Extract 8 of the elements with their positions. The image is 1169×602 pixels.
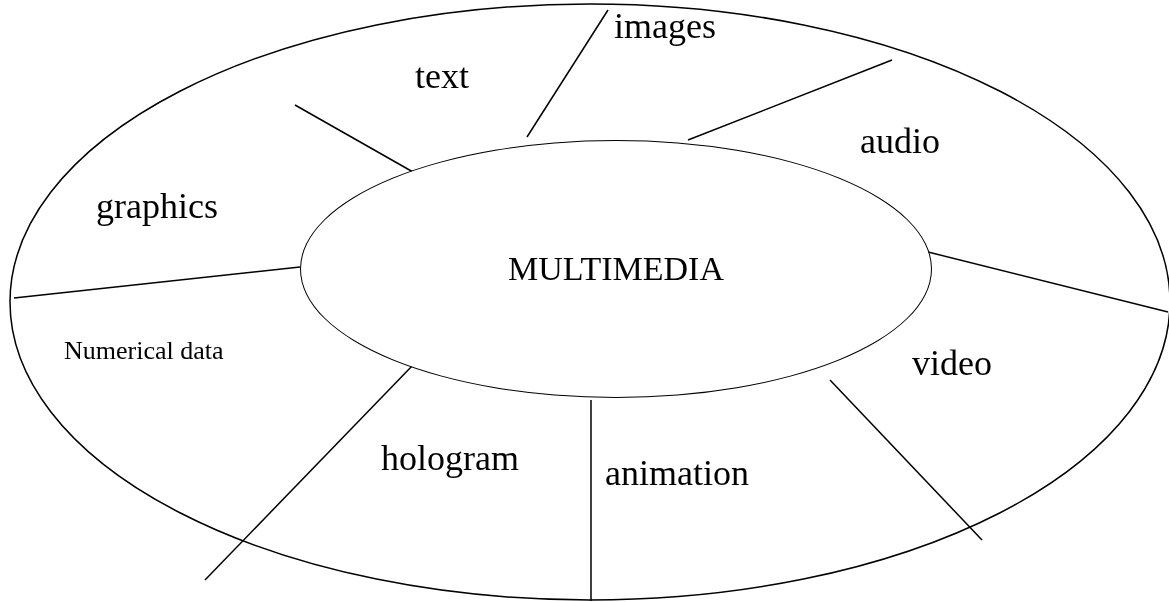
sector-label: hologram xyxy=(381,440,519,476)
sector-label: graphics xyxy=(96,188,218,224)
sector-label: animation xyxy=(605,455,749,491)
sector-label: text xyxy=(415,58,469,94)
sector-label: Numerical data xyxy=(64,338,224,364)
sector-label: video xyxy=(912,345,992,381)
sector-label: audio xyxy=(860,123,940,159)
sector-label: images xyxy=(614,8,716,44)
